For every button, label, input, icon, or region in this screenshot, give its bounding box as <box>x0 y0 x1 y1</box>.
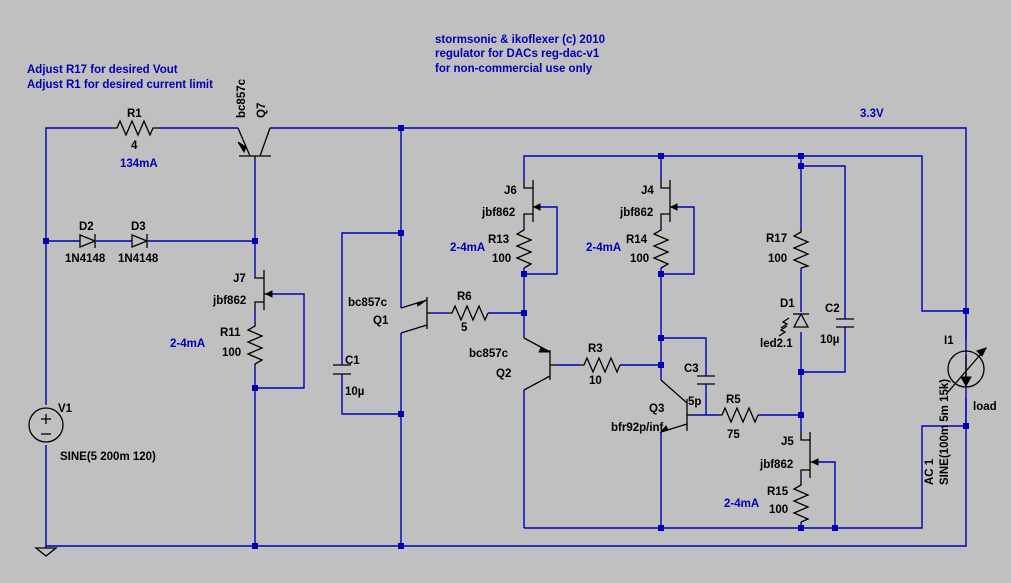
j6-jfet[interactable] <box>523 180 541 223</box>
r6-value: 5 <box>461 322 468 334</box>
c1-capacitor[interactable] <box>333 364 351 375</box>
i1-current-source[interactable] <box>947 347 987 393</box>
v1-name: V1 <box>58 403 73 415</box>
j5-jfet[interactable] <box>800 432 819 478</box>
q1-name: Q1 <box>373 315 389 327</box>
c2-value: 10µ <box>820 334 839 346</box>
r3-value: 10 <box>589 375 602 387</box>
r14-name: R14 <box>626 234 648 246</box>
c3-capacitor[interactable] <box>697 375 715 385</box>
r5-resistor[interactable] <box>718 406 759 424</box>
j7-model: jbf862 <box>212 295 246 307</box>
net-label-3v3: 3.3V <box>860 108 884 120</box>
r14-value: 100 <box>630 253 649 265</box>
r11-value: 100 <box>222 347 241 359</box>
j6-model: jbf862 <box>481 207 515 219</box>
c3-value: 5p <box>688 396 701 408</box>
v1-source[interactable] <box>28 407 64 443</box>
header-line1: stormsonic & ikoflexer (c) 2010 <box>435 34 605 46</box>
q3-model: bfr92p/inf <box>611 422 664 434</box>
r14-resistor[interactable] <box>652 226 670 269</box>
r13-resistor[interactable] <box>515 226 533 269</box>
c2-capacitor[interactable] <box>836 318 854 328</box>
i1-name: I1 <box>944 335 954 347</box>
d3-model: 1N4148 <box>118 253 159 265</box>
r17-resistor[interactable] <box>792 228 810 269</box>
d2-diode[interactable] <box>79 234 97 248</box>
r11-resistor[interactable] <box>246 322 264 366</box>
r1-current: 134mA <box>120 158 158 170</box>
r13-current: 2-4mA <box>450 242 485 254</box>
r3-name: R3 <box>588 343 603 355</box>
r11-name: R11 <box>220 327 241 339</box>
d3-diode[interactable] <box>131 234 149 248</box>
i1-value: SINE(100m 5m 15k) <box>939 379 951 485</box>
r15-value: 100 <box>769 504 788 516</box>
q3-name: Q3 <box>649 403 664 415</box>
c1-value: 10µ <box>345 386 364 398</box>
j5-model: jbf862 <box>759 459 793 471</box>
i1-ac: AC 1 <box>924 458 936 485</box>
r6-name: R6 <box>457 291 472 303</box>
d1-led[interactable] <box>778 312 810 337</box>
j5-name: J5 <box>781 436 794 448</box>
q1-model: bc857c <box>348 297 388 309</box>
d2-model: 1N4148 <box>65 253 106 265</box>
r15-resistor[interactable] <box>792 481 810 523</box>
header-line2: regulator for DACs reg-dac-v1 <box>435 48 600 60</box>
r1-resistor[interactable] <box>112 119 158 137</box>
v1-value: SINE(5 200m 120) <box>60 451 156 463</box>
q7-name: Q7 <box>256 103 268 118</box>
header-line3: for non-commercial use only <box>435 63 593 75</box>
d1-name: D1 <box>780 298 795 310</box>
q7-transistor[interactable] <box>237 127 271 160</box>
d1-model: led2.1 <box>760 338 793 350</box>
q7-model: bc857c <box>236 78 248 118</box>
r17-name: R17 <box>766 233 787 245</box>
j6-name: J6 <box>504 185 517 197</box>
q3-transistor[interactable] <box>659 379 693 433</box>
j7-jfet[interactable] <box>254 270 273 310</box>
q2-name: Q2 <box>496 368 511 380</box>
r13-name: R13 <box>488 234 509 246</box>
j7-name: J7 <box>233 273 246 285</box>
i1-label: load <box>973 401 997 413</box>
note-adjust-vout: Adjust R17 for desired Vout <box>27 64 178 76</box>
r13-value: 100 <box>492 253 511 265</box>
q2-model: bc857c <box>469 348 509 360</box>
r15-current: 2-4mA <box>724 498 759 510</box>
r6-resistor[interactable] <box>448 304 489 322</box>
r1-value: 4 <box>131 140 138 152</box>
j4-model: jbf862 <box>619 207 653 219</box>
q2-transistor[interactable] <box>523 337 556 391</box>
q1-transistor[interactable] <box>400 297 433 334</box>
r1-name: R1 <box>127 108 142 120</box>
r5-name: R5 <box>726 394 741 406</box>
d2-name: D2 <box>79 221 94 233</box>
r17-value: 100 <box>768 253 787 265</box>
r11-current: 2-4mA <box>170 338 205 350</box>
r14-current: 2-4mA <box>586 242 621 254</box>
note-adjust-limit: Adjust R1 for desired current limit <box>27 79 213 91</box>
c1-name: C1 <box>345 355 360 367</box>
r15-name: R15 <box>767 486 789 498</box>
c2-name: C2 <box>825 303 840 315</box>
j4-name: J4 <box>641 185 654 197</box>
ground-icon <box>34 547 58 557</box>
c3-name: C3 <box>684 363 699 375</box>
junctions <box>43 125 969 549</box>
j4-jfet[interactable] <box>660 180 678 223</box>
r3-resistor[interactable] <box>580 356 621 374</box>
r5-value: 75 <box>727 429 740 441</box>
d3-name: D3 <box>131 221 146 233</box>
